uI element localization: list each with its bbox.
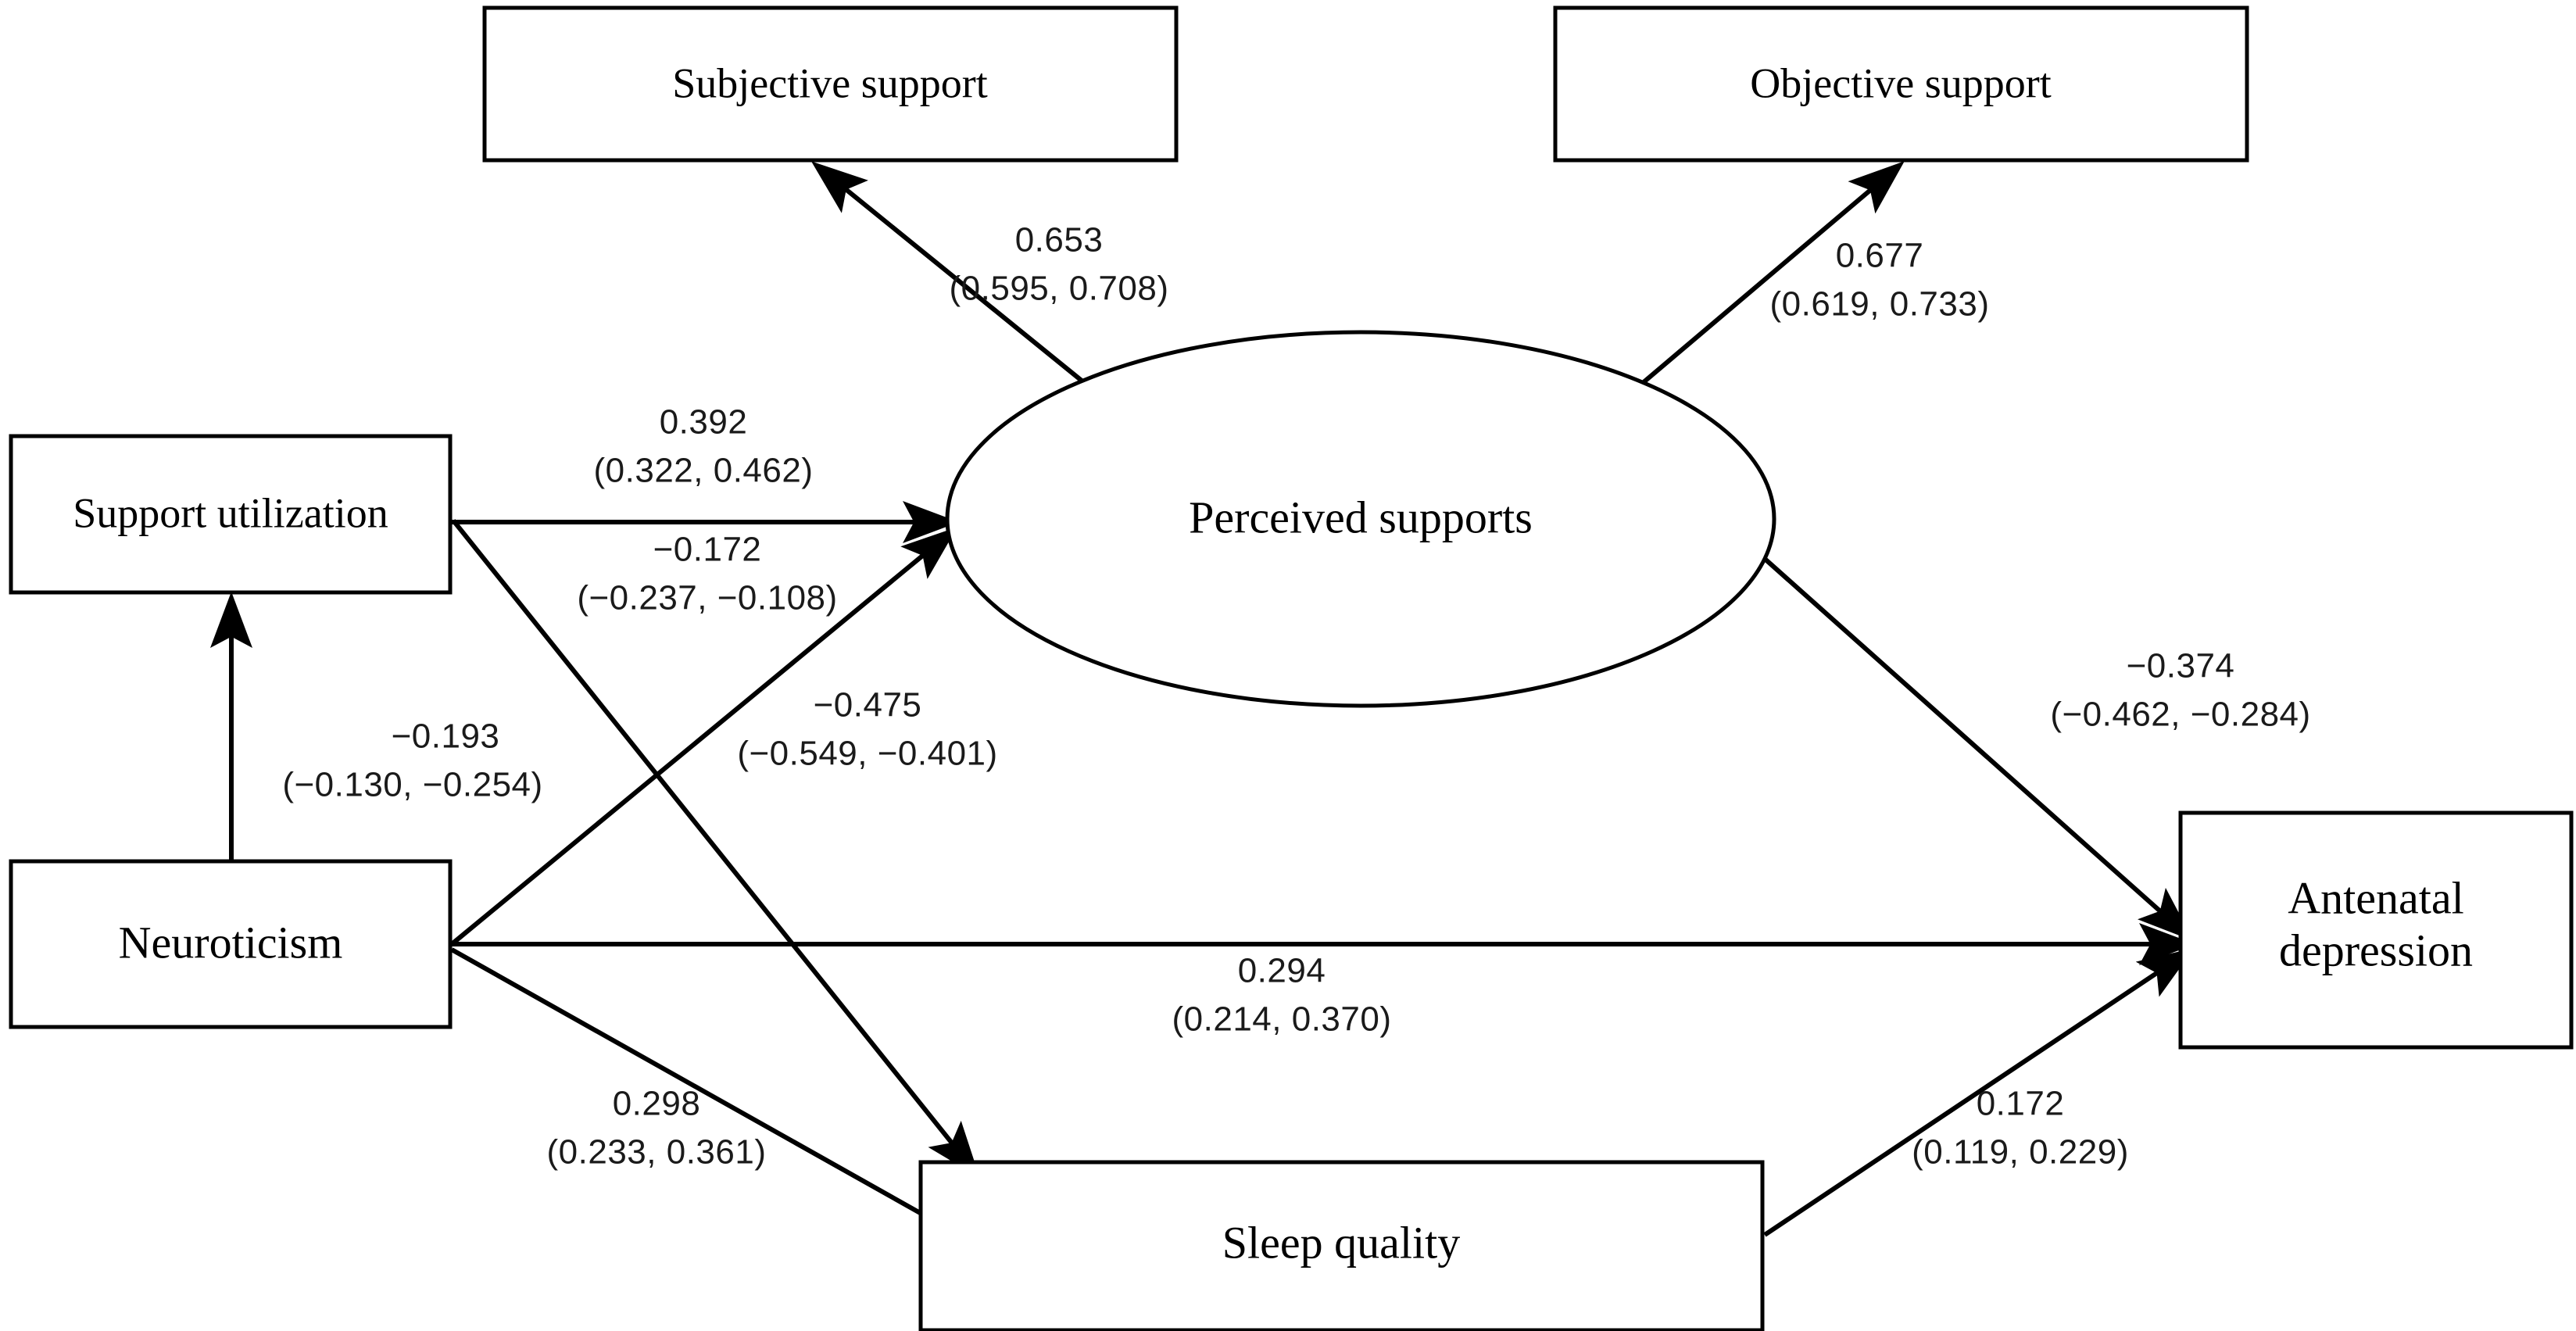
node-label-objective-support: Objective support: [1750, 59, 2051, 106]
edge-label-perceived-to-sleep-quality: −0.475 (−0.549, −0.401): [737, 686, 997, 773]
edge-estimate: −0.193: [392, 717, 500, 756]
edge-sleep-quality-to-antenatal: [1763, 948, 2195, 1237]
edge-estimate: −0.475: [814, 686, 922, 725]
edge-label-neuroticism-to-perceived: −0.172 (−0.237, −0.108): [577, 531, 837, 617]
edge-perceived-to-subjective: [811, 161, 1096, 393]
node-subjective-support[interactable]: Subjective support: [482, 5, 1179, 163]
node-label-sleep-quality: Sleep quality: [1222, 1217, 1460, 1268]
edge-estimate: 0.172: [1977, 1085, 2065, 1123]
edge-label-perceived-to-objective: 0.677 (0.619, 0.733): [1770, 237, 1990, 324]
edge-ci: (0.214, 0.370): [1172, 1000, 1392, 1039]
edge-label-perceived-to-subjective: 0.653 (0.595, 0.708): [950, 221, 1169, 308]
edge-estimate: 0.677: [1836, 237, 1924, 275]
edge-label-sleep-quality-to-antenatal: 0.172 (0.119, 0.229): [1912, 1085, 2129, 1172]
node-label-perceived-supports: Perceived supports: [1189, 492, 1533, 542]
edge-label-neuroticism-to-antenatal: 0.294 (0.214, 0.370): [1172, 952, 1392, 1039]
node-label-support-utilization: Support utilization: [73, 489, 388, 536]
node-sleep-quality[interactable]: Sleep quality: [918, 1160, 1765, 1331]
edge-neuroticism-to-sleep-quality: [450, 947, 979, 1247]
edge-perceived-to-sleep-quality: [451, 519, 980, 1179]
node-label-antenatal-depression-line2: depression: [2279, 925, 2473, 975]
edge-ci: (−0.462, −0.284): [2050, 696, 2310, 734]
node-support-utilization[interactable]: Support utilization: [9, 434, 453, 595]
edge-perceived-to-antenatal: [1741, 537, 2194, 941]
edge-ci: (−0.130, −0.254): [282, 766, 542, 804]
node-perceived-supports[interactable]: Perceived supports: [945, 330, 1776, 708]
edge-ci: (−0.237, −0.108): [577, 579, 837, 617]
node-label-neuroticism: Neuroticism: [119, 917, 343, 968]
edge-label-support-utilization-to-perceived: 0.392 (0.322, 0.462): [594, 403, 814, 490]
edge-ci: (0.119, 0.229): [1912, 1133, 2129, 1172]
edge-ci: (0.233, 0.361): [547, 1133, 767, 1172]
edge-estimate: −0.374: [2127, 647, 2235, 685]
edge-label-neuroticism-to-sleep-quality: 0.298 (0.233, 0.361): [547, 1085, 767, 1172]
edge-ci: (0.595, 0.708): [950, 270, 1169, 308]
node-label-subjective-support: Subjective support: [672, 59, 987, 106]
edge-estimate: 0.392: [660, 403, 748, 442]
node-label-antenatal-depression-line1: Antenatal: [2288, 872, 2463, 923]
edge-perceived-to-objective: [1632, 161, 1905, 393]
edge-estimate: 0.653: [1015, 221, 1104, 259]
edge-ci: (0.619, 0.733): [1770, 285, 1990, 324]
edge-label-perceived-to-antenatal: −0.374 (−0.462, −0.284): [2050, 647, 2310, 734]
edge-estimate: −0.172: [653, 531, 762, 569]
edge-label-neuroticism-to-support-utilization: −0.193 (−0.130, −0.254): [282, 717, 542, 804]
edge-estimate: 0.294: [1238, 952, 1326, 990]
node-neuroticism[interactable]: Neuroticism: [9, 859, 453, 1029]
edge-ci: (−0.549, −0.401): [737, 735, 997, 773]
node-antenatal-depression[interactable]: Antenatal depression: [2178, 810, 2574, 1050]
edge-estimate: 0.298: [613, 1085, 701, 1123]
node-objective-support[interactable]: Objective support: [1553, 5, 2249, 163]
edge-neuroticism-to-perceived: [450, 527, 957, 946]
edge-ci: (0.322, 0.462): [594, 452, 814, 490]
